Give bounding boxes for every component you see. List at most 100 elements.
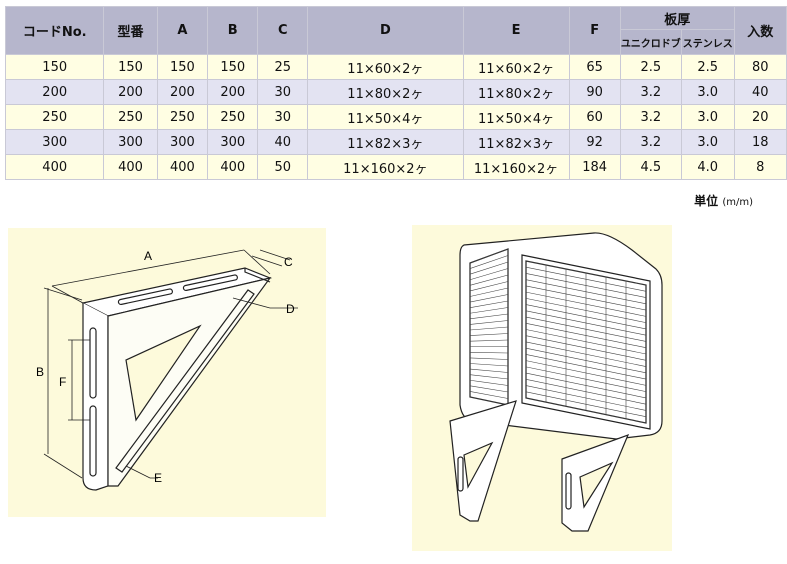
grille-line [469,385,509,393]
cell-code: 250 [4,104,105,130]
grille-line [469,368,509,373]
cell-f: 60 [568,104,621,130]
cell-f: 65 [568,54,621,80]
cell-a: 150 [156,54,209,80]
cell-code: 200 [4,79,105,105]
cell-model: 200 [103,79,158,105]
grille-line [469,357,509,360]
grille-line [469,294,509,303]
cell-d: 11×160×2ヶ [307,154,464,180]
cell-code: 400 [4,154,105,180]
header-d: D [307,6,464,55]
cell-a: 250 [156,104,209,130]
label-a: A [144,249,152,263]
cell-quantity: 40 [733,79,787,105]
ac-unit-diagram [449,232,663,532]
cell-model: 150 [103,54,158,80]
header-b: B [207,6,259,55]
grille-line [469,281,509,292]
cell-f: 184 [568,154,621,180]
cell-d: 11×80×2ヶ [307,79,464,105]
cell-stainless: 3.0 [680,104,735,130]
table-row: 150 150 150 150 25 11×60×2ヶ 11×60×2ヶ 65 … [4,54,787,80]
cell-f: 92 [568,129,621,155]
grille-line [469,248,509,264]
grille-line [469,326,509,331]
side-grille-grid [469,248,509,406]
cell-c: 50 [257,154,309,180]
grille-line [469,261,509,275]
grille-line [469,287,509,297]
cell-stainless: 3.0 [680,129,735,155]
cell-uniclo: 3.2 [619,129,682,155]
grille-line [469,391,509,399]
header-c: C [257,6,309,55]
cell-e: 11×160×2ヶ [462,154,570,180]
cell-quantity: 20 [733,104,787,130]
grille-line [469,374,509,380]
table-row: 250 250 250 250 30 11×50×4ヶ 11×50×4ヶ 60 … [4,104,787,130]
cell-d: 11×82×3ヶ [307,129,464,155]
label-d: D [286,302,295,316]
cell-b: 300 [207,129,259,155]
cell-b: 250 [207,104,259,130]
cell-a: 200 [156,79,209,105]
cell-uniclo: 3.2 [619,104,682,130]
header-quantity: 入数 [733,6,787,55]
grille-line [469,333,509,336]
cell-uniclo: 3.2 [619,79,682,105]
cell-code: 300 [4,129,105,155]
cell-model: 250 [103,104,158,130]
cell-d: 11×60×2ヶ [307,54,464,80]
grille-line [469,363,509,367]
grille-line [469,255,509,269]
header-a: A [156,6,209,55]
cell-e: 11×60×2ヶ [462,54,570,80]
cell-stainless: 2.5 [680,54,735,80]
cell-c: 40 [257,129,309,155]
unit-note: 単位 (m/m) [694,192,753,209]
spec-table: コードNo. 型番 A B C D E F 板厚 入数 ユニクロドブ ステンレス… [4,6,787,180]
cell-stainless: 3.0 [680,79,735,105]
cell-model: 300 [103,129,158,155]
header-f: F [568,6,621,55]
grille-line [469,313,509,320]
grille-line [469,307,509,314]
grille-line [469,339,509,342]
table-row: 200 200 200 200 30 11×80×2ヶ 11×80×2ヶ 90 … [4,79,787,105]
table-row: 300 300 300 300 40 11×82×3ヶ 11×82×3ヶ 92 … [4,129,787,155]
cell-c: 30 [257,104,309,130]
bracket-diagram: A B C D E F [36,249,298,491]
grille-line [469,268,509,281]
cell-e: 11×50×4ヶ [462,104,570,130]
cell-quantity: 18 [733,129,787,155]
grille-line [469,320,509,325]
grille-line [469,352,509,354]
header-uniclo: ユニクロドブ [619,29,682,55]
header-plate-thickness: 板厚 [619,6,735,30]
header-code: コードNo. [4,6,105,55]
header-stainless: ステンレス [680,29,735,55]
cell-a: 300 [156,129,209,155]
cell-b: 150 [207,54,259,80]
label-f: F [59,375,66,389]
cell-uniclo: 4.5 [619,154,682,180]
label-e: E [154,471,162,485]
cell-d: 11×50×4ヶ [307,104,464,130]
cell-uniclo: 2.5 [619,54,682,80]
cell-a: 400 [156,154,209,180]
grille-line [469,274,509,286]
cell-f: 90 [568,79,621,105]
cell-c: 30 [257,79,309,105]
cell-model: 400 [103,154,158,180]
grille-line [469,379,509,386]
cell-code: 150 [4,54,105,80]
label-c: C [284,255,293,269]
table-row: 400 400 400 400 50 11×160×2ヶ 11×160×2ヶ 1… [4,154,787,180]
cell-e: 11×80×2ヶ [462,79,570,105]
cell-b: 400 [207,154,259,180]
header-e: E [462,6,570,55]
ac-unit-illustration [412,225,672,551]
header-model: 型番 [103,6,158,55]
label-b: B [36,365,44,379]
